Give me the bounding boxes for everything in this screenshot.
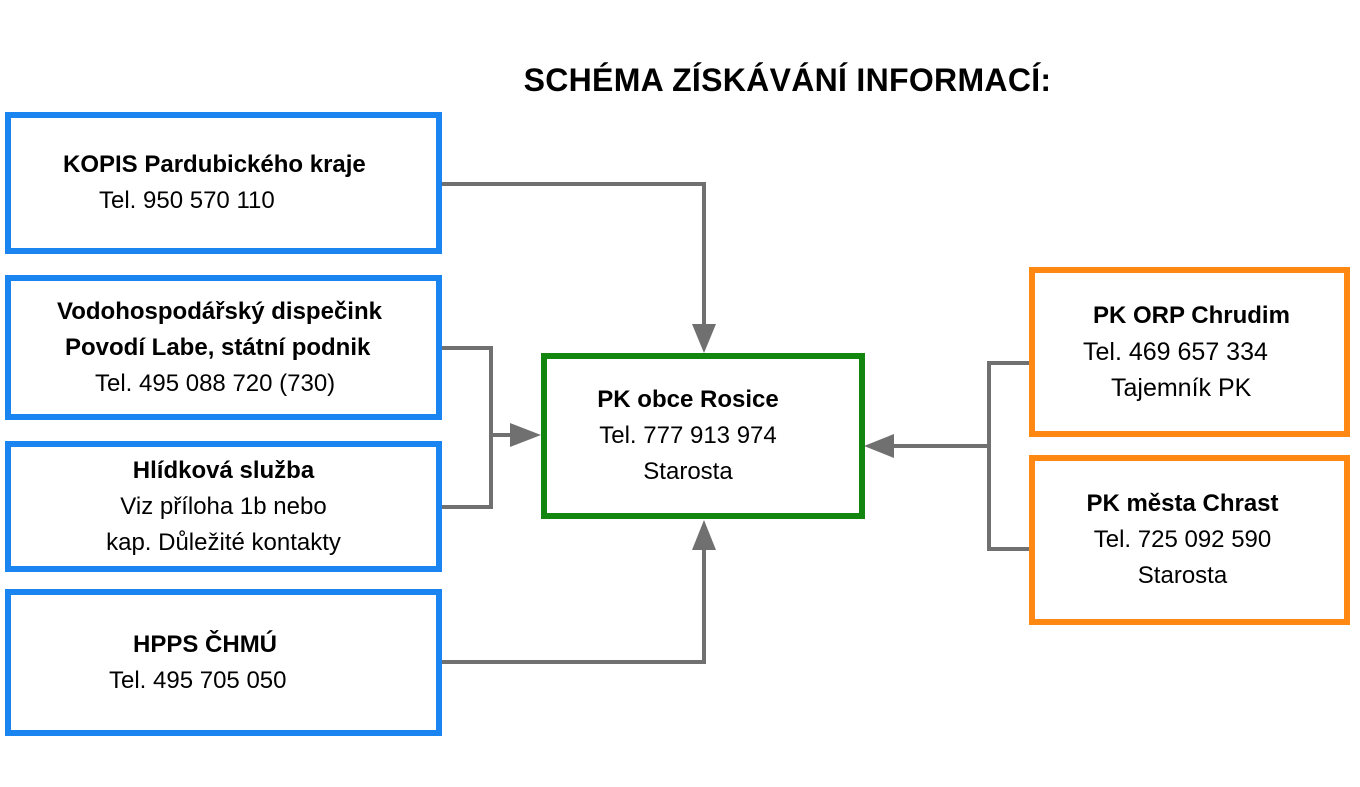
peer-name: PK města Chrast	[1086, 490, 1279, 517]
center-role: Starosta	[643, 458, 733, 485]
source-box-kopis: KOPIS Pardubického kraje Tel. 950 570 11…	[5, 112, 442, 254]
peer-name: PK ORP Chrudim	[1093, 302, 1290, 329]
arrowhead-left	[864, 434, 894, 458]
source-phone: Tel. 495 088 720 (730)	[95, 369, 336, 397]
source-name: Hlídková služba	[132, 456, 315, 484]
source-name-line2: Povodí Labe, státní podnik	[65, 333, 371, 361]
arrowhead-up	[692, 520, 716, 550]
center-name: PK obce Rosice	[597, 386, 779, 413]
peer-box-chrudim: PK ORP Chrudim Tel. 469 657 334 Tajemník…	[1029, 267, 1350, 437]
source-note-line2: kap. Důležité kontakty	[106, 528, 341, 556]
source-box-hpps: HPPS ČHMÚ Tel. 495 705 050	[5, 589, 442, 736]
peer-box-chrast: PK města Chrast Tel. 725 092 590 Starost…	[1029, 455, 1350, 625]
source-phone: Tel. 495 705 050	[109, 666, 287, 694]
source-box-hlidkova: Hlídková služba Viz příloha 1b nebo kap.…	[5, 441, 442, 572]
connector-peers	[987, 361, 1030, 551]
source-box-dispecink: Vodohospodářský dispečink Povodí Labe, s…	[5, 275, 442, 420]
arrowhead-right	[510, 423, 541, 447]
connector-hpps	[440, 548, 706, 664]
source-note-line1: Viz příloha 1b nebo	[120, 492, 327, 520]
source-name-line1: Vodohospodářský dispečink	[57, 297, 382, 325]
peer-role: Tajemník PK	[1111, 374, 1252, 402]
peer-role: Starosta	[1137, 562, 1228, 589]
source-name: KOPIS Pardubického kraje	[63, 151, 366, 178]
connector-kopis	[440, 182, 706, 326]
peer-phone: Tel. 469 657 334	[1083, 338, 1268, 366]
peer-phone: Tel. 725 092 590	[1093, 526, 1272, 553]
source-name: HPPS ČHMÚ	[133, 630, 278, 658]
connector-dispecink	[440, 346, 493, 509]
source-phone: Tel. 950 570 110	[99, 187, 275, 214]
page-title: SCHÉMA ZÍSKÁVÁNÍ INFORMACÍ:	[523, 62, 1052, 98]
center-box-rosice: PK obce Rosice Tel. 777 913 974 Starosta	[541, 353, 865, 519]
arrowhead-down	[692, 324, 716, 353]
center-phone: Tel. 777 913 974	[599, 422, 777, 449]
